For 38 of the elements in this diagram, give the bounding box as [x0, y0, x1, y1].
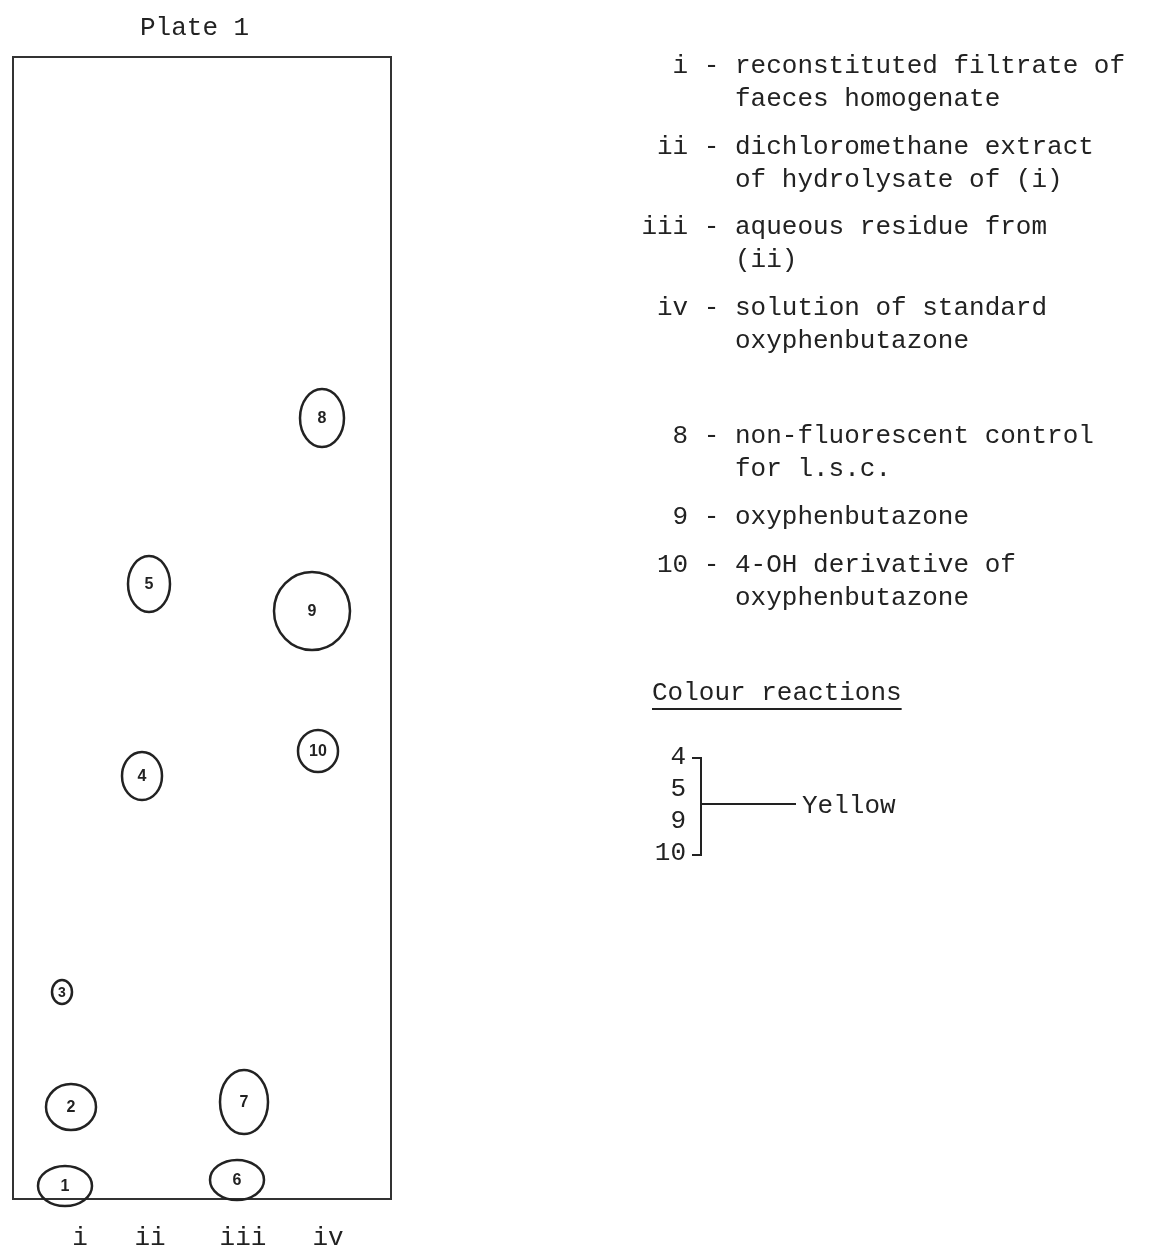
- spot-number: 1: [59, 1177, 71, 1195]
- spot-number: 6: [231, 1171, 243, 1189]
- spot-circle: [44, 1082, 98, 1132]
- spot-number: 4: [670, 742, 686, 772]
- lane-label: iii: [219, 1222, 267, 1252]
- spot-circle: [120, 750, 164, 802]
- spot-circle: [218, 1068, 270, 1136]
- plate-title: Plate 1: [140, 12, 250, 45]
- spot-number: 7: [238, 1093, 250, 1111]
- spot-number: 10: [308, 742, 328, 760]
- spot-number: 5: [143, 575, 155, 593]
- spot-circle: [126, 554, 172, 614]
- spot-number: 9: [670, 806, 686, 836]
- spot-circle: [208, 1158, 266, 1202]
- colour-result: Yellow: [802, 790, 896, 823]
- key-description: 9 - oxyphenbutazone: [672, 501, 971, 534]
- key-description: i - reconstituted filtrate of faeces homogenate: [672, 50, 1127, 116]
- spot-circle: [50, 978, 74, 1006]
- spot-number: 5: [670, 774, 686, 804]
- spot-number: 8: [316, 409, 328, 427]
- spot-number: 9: [306, 602, 318, 620]
- lane-label: ii: [134, 1222, 166, 1252]
- spot-circle: [272, 570, 352, 652]
- key-description: 10 - 4-OH derivative of oxyphenbutazone: [657, 549, 1017, 615]
- lane-label: iv: [312, 1222, 344, 1252]
- lane-label: i: [72, 1222, 88, 1252]
- key-description: iv - solution of standard oxyphenbutazone: [657, 292, 1049, 358]
- spot-circle: [298, 387, 346, 449]
- spot-number: 4: [136, 767, 148, 785]
- section-heading: Colour reactions: [652, 677, 902, 710]
- spot-circle: [296, 728, 340, 774]
- key-description: 8 - non-fluorescent control for l.s.c.: [672, 420, 1095, 486]
- spot-circle: [36, 1164, 94, 1208]
- spot-number: 3: [57, 984, 67, 1000]
- spot-number: 10: [654, 838, 686, 868]
- key-description: iii - aqueous residue from (ii): [641, 211, 1049, 277]
- spot-number: 2: [65, 1098, 77, 1116]
- key-description: ii - dichloromethane extract of hydrolysate of (i): [657, 131, 1095, 197]
